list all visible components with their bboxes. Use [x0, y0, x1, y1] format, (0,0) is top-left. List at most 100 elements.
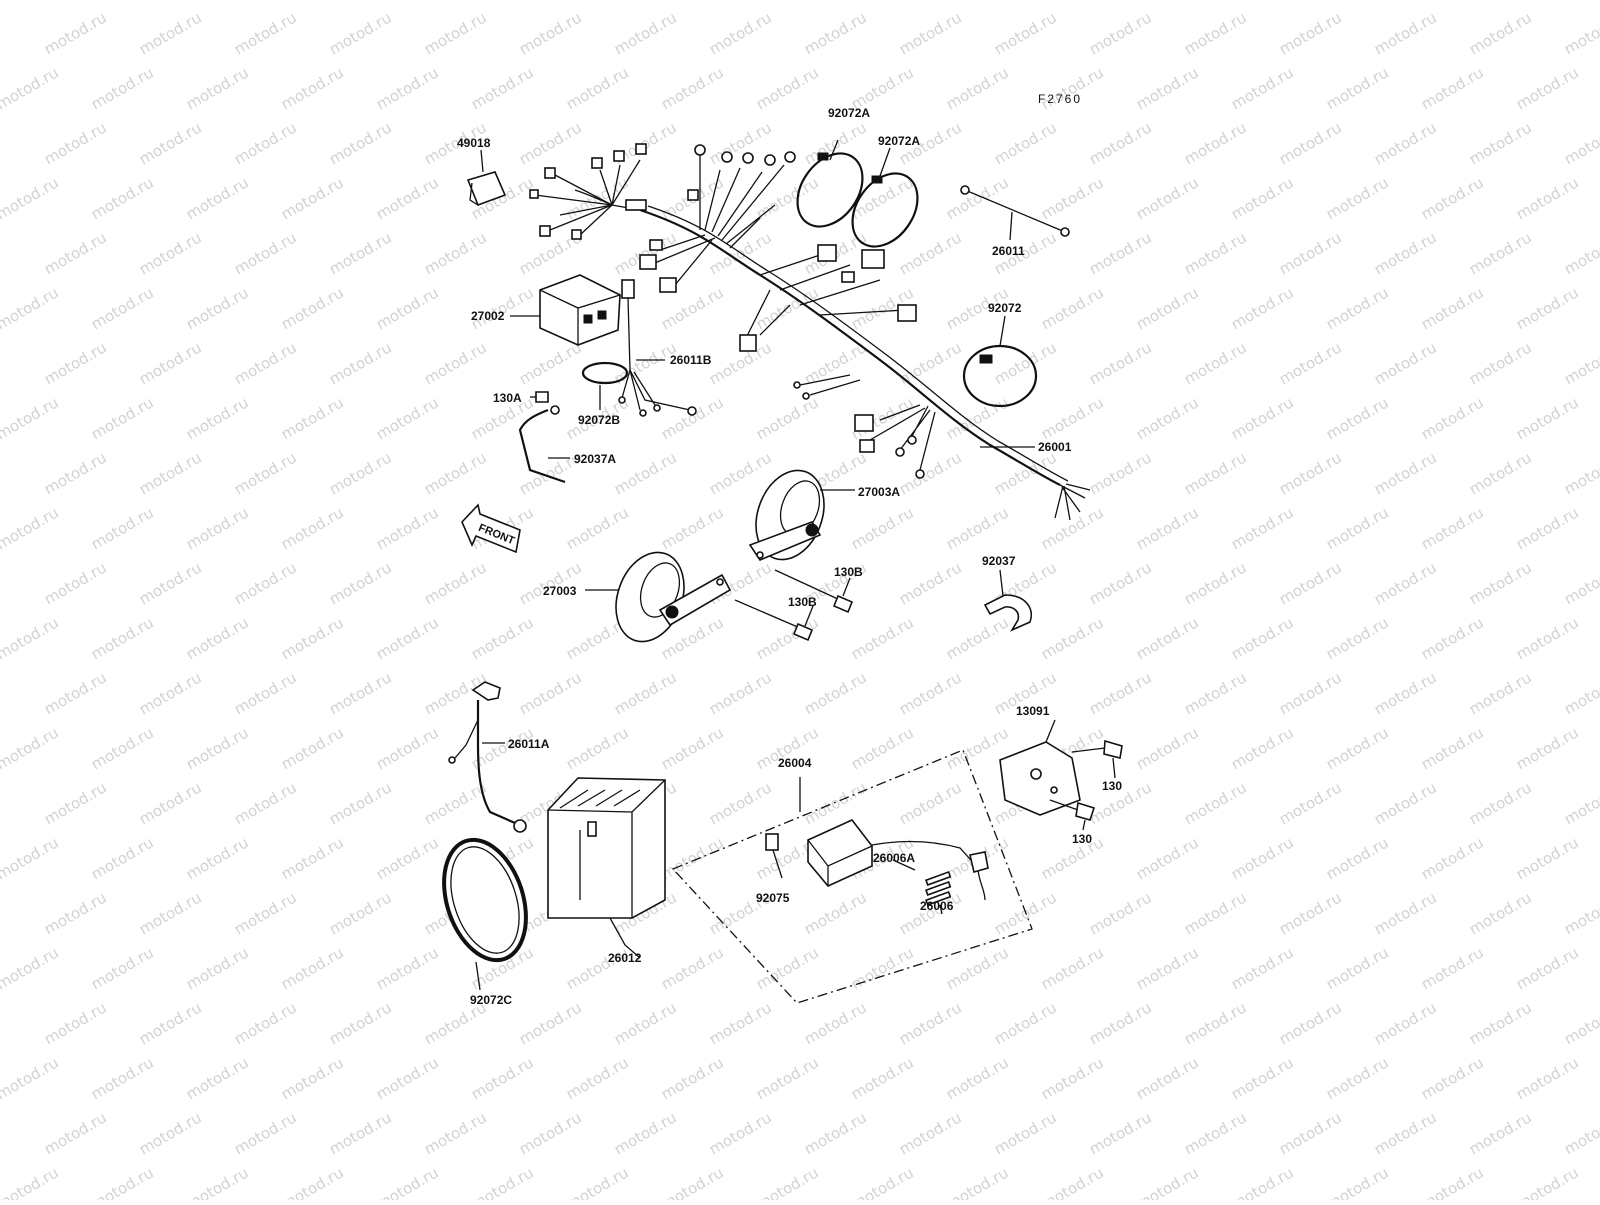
- watermark-text: motod.ru: [1561, 1108, 1600, 1158]
- watermark-text: motod.ru: [1513, 283, 1582, 333]
- watermark-text: motod.ru: [1276, 118, 1345, 168]
- watermark-text: motod.ru: [88, 1163, 157, 1200]
- watermark-text: motod.ru: [1181, 558, 1250, 608]
- part-92072C-battery-band: [442, 837, 528, 991]
- watermark-text: motod.ru: [1323, 503, 1392, 553]
- watermark-text: motod.ru: [136, 338, 205, 388]
- watermark-text: motod.ru: [516, 338, 585, 388]
- watermark-text: motod.ru: [183, 173, 252, 223]
- watermark-text: motod.ru: [1418, 503, 1487, 553]
- part-92037A-bracket: [518, 405, 570, 484]
- watermark-text: motod.ru: [1038, 173, 1107, 223]
- watermark-text: motod.ru: [373, 283, 442, 333]
- watermark-text: motod.ru: [468, 1163, 537, 1200]
- watermark-text: motod.ru: [1323, 63, 1392, 113]
- watermark-text: motod.ru: [563, 63, 632, 113]
- watermark-text: motod.ru: [658, 1163, 727, 1200]
- watermark-text: motod.ru: [753, 0, 822, 3]
- watermark-text: motod.ru: [421, 1108, 490, 1158]
- watermark-text: motod.ru: [1133, 503, 1202, 553]
- watermark-text: motod.ru: [943, 613, 1012, 663]
- watermark-text: motod.ru: [41, 888, 110, 938]
- watermark-text: motod.ru: [1276, 448, 1345, 498]
- watermark-text: motod.ru: [1418, 0, 1487, 3]
- watermark-text: motod.ru: [1371, 778, 1440, 828]
- watermark-text: motod.ru: [563, 1053, 632, 1103]
- watermark-text: motod.ru: [1513, 173, 1582, 223]
- watermark-text: motod.ru: [516, 118, 585, 168]
- watermark-text: motod.ru: [1561, 778, 1600, 828]
- watermark-text: motod.ru: [326, 888, 395, 938]
- part-13091-bracket: [999, 719, 1081, 816]
- watermark-text: motod.ru: [136, 668, 205, 718]
- watermark-text: motod.ru: [373, 63, 442, 113]
- watermark-text: motod.ru: [753, 393, 822, 443]
- watermark-text: motod.ru: [658, 1053, 727, 1103]
- watermark-text: motod.ru: [373, 0, 442, 3]
- watermark-text: motod.ru: [1181, 998, 1250, 1048]
- watermark-text: motod.ru: [136, 558, 205, 608]
- watermark-text: motod.ru: [1371, 668, 1440, 718]
- watermark-text: motod.ru: [373, 173, 442, 223]
- part-27002-relay: [510, 274, 621, 346]
- watermark-text: motod.ru: [1466, 118, 1535, 168]
- watermark-text: motod.ru: [1371, 998, 1440, 1048]
- watermark-text: motod.ru: [231, 448, 300, 498]
- watermark-text: motod.ru: [848, 1163, 917, 1200]
- label-26006: 26006: [920, 899, 954, 913]
- watermark-text: motod.ru: [753, 1053, 822, 1103]
- watermark-text: motod.ru: [136, 448, 205, 498]
- part-26004-regulator-assembly: [671, 749, 1033, 1004]
- watermark-text: motod.ru: [183, 1163, 252, 1200]
- watermark-text: motod.ru: [1513, 613, 1582, 663]
- watermark-text: motod.ru: [1513, 503, 1582, 553]
- figure-code: F2760: [1038, 92, 1082, 106]
- watermark-text: motod.ru: [611, 228, 680, 278]
- watermark-text: motod.ru: [801, 888, 870, 938]
- watermark-text: motod.ru: [896, 778, 965, 828]
- watermark-text: motod.ru: [468, 1053, 537, 1103]
- watermark-text: motod.ru: [1466, 668, 1535, 718]
- watermark-text: motod.ru: [1181, 228, 1250, 278]
- watermark-text: motod.ru: [1513, 1163, 1582, 1200]
- watermark-text: motod.ru: [1513, 723, 1582, 773]
- watermark-text: motod.ru: [0, 1163, 62, 1200]
- watermark-text: motod.ru: [1228, 283, 1297, 333]
- main-wiring-harness: [529, 143, 1091, 521]
- watermark-text: motod.ru: [1418, 393, 1487, 443]
- label-130-1: 130: [1102, 779, 1122, 793]
- watermark-text: motod.ru: [1228, 503, 1297, 553]
- watermark-text: motod.ru: [1133, 1163, 1202, 1200]
- watermark-text: motod.ru: [848, 1053, 917, 1103]
- watermark-text: motod.ru: [41, 558, 110, 608]
- watermark-text: motod.ru: [563, 723, 632, 773]
- label-130A: 130A: [493, 391, 522, 405]
- watermark-text: motod.ru: [373, 723, 442, 773]
- watermark-text: motod.ru: [896, 998, 965, 1048]
- watermark-text: motod.ru: [1228, 833, 1297, 883]
- watermark-text: motod.ru: [1418, 63, 1487, 113]
- watermark-text: motod.ru: [1086, 668, 1155, 718]
- label-92037A: 92037A: [574, 452, 616, 466]
- watermark-text: motod.ru: [848, 613, 917, 663]
- watermark-text: motod.ru: [1466, 448, 1535, 498]
- watermark-text: motod.ru: [1323, 723, 1392, 773]
- watermark-text: motod.ru: [1038, 0, 1107, 3]
- watermark-text: motod.ru: [706, 1108, 775, 1158]
- watermark-text: motod.ru: [991, 8, 1060, 58]
- part-26011B-sub-harness: [618, 279, 697, 417]
- watermark-text: motod.ru: [1323, 943, 1392, 993]
- watermark-text: motod.ru: [658, 63, 727, 113]
- watermark-text: motod.ru: [1371, 558, 1440, 608]
- watermark-text: motod.ru: [658, 393, 727, 443]
- label-26001: 26001: [1038, 440, 1072, 454]
- watermark-text: motod.ru: [468, 613, 537, 663]
- watermark-text: motod.ru: [278, 63, 347, 113]
- watermark-text: motod.ru: [1513, 1053, 1582, 1103]
- watermark-text: motod.ru: [658, 503, 727, 553]
- watermark-text: motod.ru: [753, 173, 822, 223]
- watermark-text: motod.ru: [1133, 63, 1202, 113]
- label-26011: 26011: [992, 244, 1025, 258]
- watermark-text: motod.ru: [1086, 448, 1155, 498]
- watermark-text: motod.ru: [1513, 833, 1582, 883]
